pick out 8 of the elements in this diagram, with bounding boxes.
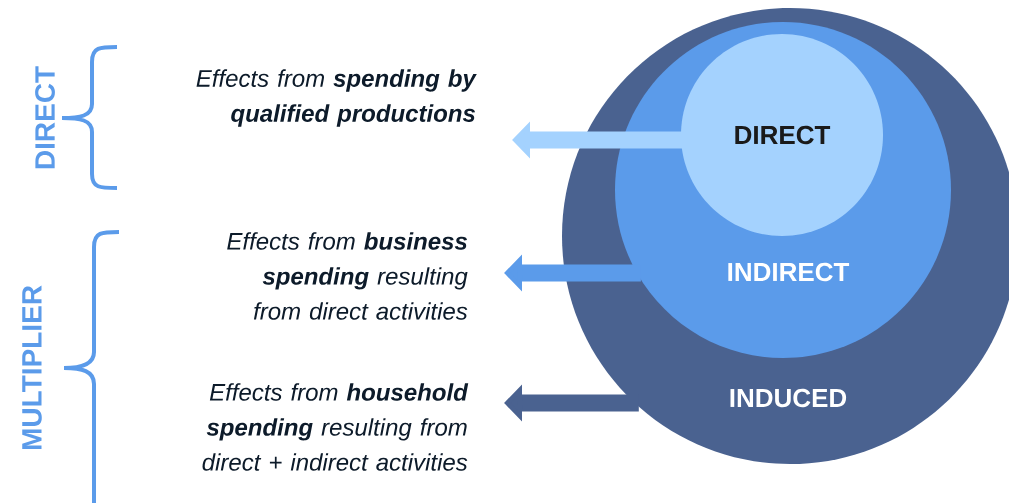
description-text: Effects from business spending resulting from direct activities <box>227 232 468 320</box>
side-label: MULTIPLIER <box>22 285 42 450</box>
description-text: Effects from spending by qualified productions <box>196 69 477 127</box>
circle-label: INDIRECT <box>728 262 850 282</box>
circle-label: DIRECT <box>735 125 831 145</box>
side-label: DIRECT <box>35 66 55 169</box>
circle-label: INDUCED <box>730 388 847 408</box>
description-text: Effects from household spending resulting from direct + indirect activities <box>202 383 469 471</box>
